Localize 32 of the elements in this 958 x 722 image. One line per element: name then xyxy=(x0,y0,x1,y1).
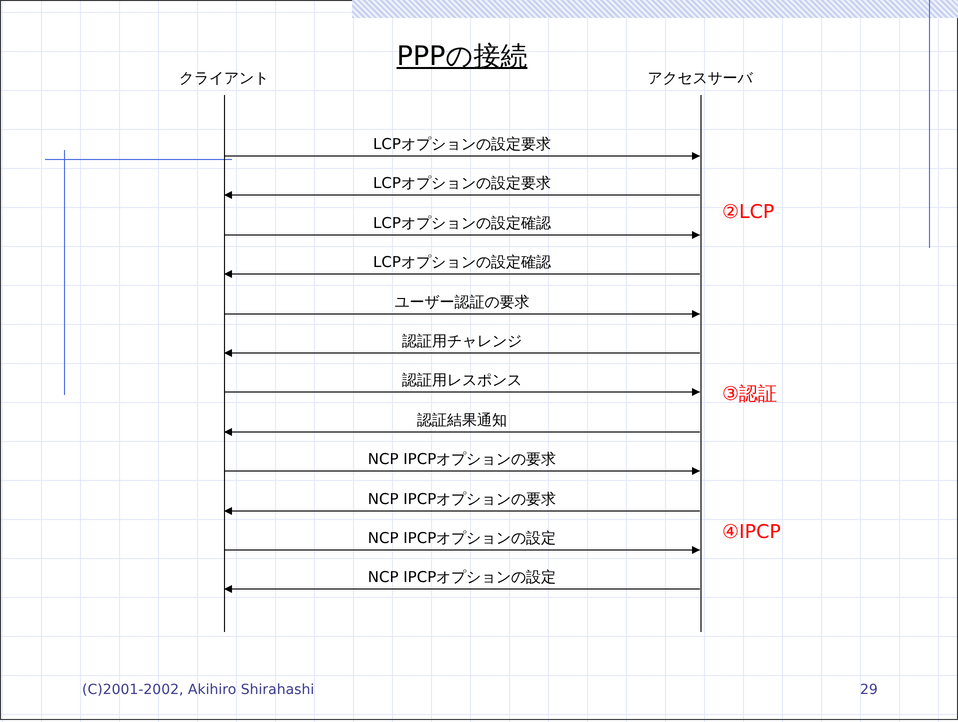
message-label: NCP IPCPオプションの設定 xyxy=(368,529,556,548)
message-label: NCP IPCPオプションの設定 xyxy=(368,568,556,587)
message-arrow xyxy=(224,349,700,357)
message-arrow xyxy=(224,467,700,475)
message-label: 認証用チャレンジ xyxy=(402,332,522,351)
message-label: 認証結果通知 xyxy=(417,411,507,430)
message-label: LCPオプションの設定確認 xyxy=(373,253,551,272)
message-label: NCP IPCPオプションの要求 xyxy=(368,490,556,509)
page-number: 29 xyxy=(860,682,878,698)
message-arrow xyxy=(224,585,700,593)
message-label: 認証用レスポンス xyxy=(402,371,522,390)
message-arrow xyxy=(224,191,700,199)
message-arrow xyxy=(224,507,700,515)
message-label: LCPオプションの設定要求 xyxy=(373,135,551,154)
message-arrow xyxy=(224,310,700,318)
participant-label: アクセスサーバ xyxy=(648,69,752,87)
message-arrow xyxy=(224,546,700,554)
message-label: ユーザー認証の要求 xyxy=(394,293,530,312)
message-arrow xyxy=(224,231,700,239)
message-arrow xyxy=(224,388,700,396)
participant-label: クライアント xyxy=(179,69,269,87)
message-arrow xyxy=(224,270,700,278)
copyright-note: (C)2001-2002, Akihiro Shirahashi xyxy=(82,682,314,698)
phase-label: ②LCP xyxy=(722,201,774,223)
message-label: LCPオプションの設定要求 xyxy=(373,174,551,193)
slide-title: PPPの接続 xyxy=(396,40,528,74)
phase-label: ④IPCP xyxy=(722,521,781,543)
phase-label: ③認証 xyxy=(722,382,778,407)
message-label: NCP IPCPオプションの要求 xyxy=(368,450,556,469)
message-arrow xyxy=(224,428,700,436)
message-label: LCPオプションの設定確認 xyxy=(373,214,551,233)
message-arrow xyxy=(224,152,700,160)
